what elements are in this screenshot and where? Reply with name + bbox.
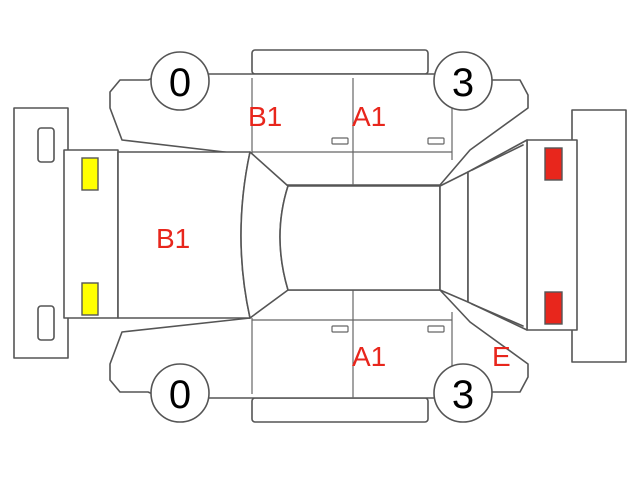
tire-rear-right-score: 3 — [452, 373, 474, 417]
mark-upper-left-door: B1 — [248, 101, 282, 132]
rear-bumper — [571, 109, 627, 363]
mark-lower-right-door: A1 — [352, 341, 386, 372]
front-lamp-yellow-upper — [81, 157, 99, 191]
top-view-body — [117, 139, 528, 331]
mark-rear-fender-lower: E — [492, 341, 511, 372]
front-lamp-yellow-lower — [81, 282, 99, 316]
lower-side-body — [109, 289, 529, 423]
tire-front-left: 0 — [150, 51, 210, 111]
upper-side-body — [109, 49, 529, 186]
rear-lamp-panel — [526, 139, 578, 331]
front-lamp-panel — [63, 149, 119, 319]
tire-rear-left: 0 — [150, 363, 210, 423]
tire-rear-right: 3 — [433, 363, 493, 423]
rear-lamp-red-lower — [544, 291, 563, 325]
rear-lamp-red-upper — [544, 147, 563, 181]
front-bumper — [13, 107, 69, 359]
tire-rear-left-score: 0 — [169, 373, 191, 417]
mark-upper-right-door: A1 — [352, 101, 386, 132]
mark-hood: B1 — [156, 223, 190, 254]
tire-front-right: 3 — [433, 51, 493, 111]
tire-front-left-score: 0 — [169, 61, 191, 105]
tire-front-right-score: 3 — [452, 61, 474, 105]
